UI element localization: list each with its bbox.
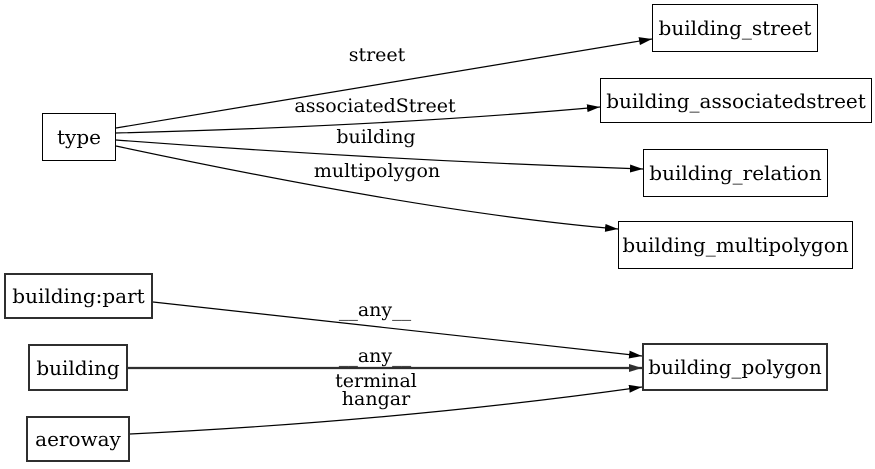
node-type: type bbox=[42, 113, 116, 161]
edge-aeroway-to-building_polygon bbox=[129, 384, 643, 435]
edge-type-to-building_multipolygon bbox=[115, 145, 619, 232]
edge-label-building: building bbox=[336, 126, 416, 148]
edge-type-to-building_associatedstreet bbox=[115, 104, 601, 134]
edge-label-terminal-hangar: terminal hangar bbox=[335, 370, 417, 410]
edge-label-any-1: __any__ bbox=[338, 299, 412, 321]
edge-label-associatedstreet: associatedStreet bbox=[294, 95, 456, 117]
edge-label-multipolygon: multipolygon bbox=[313, 160, 441, 182]
node-aeroway: aeroway bbox=[26, 416, 130, 462]
node-building-part: building:part bbox=[4, 273, 153, 319]
edge-type-to-building_street bbox=[115, 37, 653, 129]
node-building-street: building_street bbox=[652, 4, 818, 52]
edge-type-to-building_relation bbox=[115, 139, 644, 173]
edge-building_part-to-building_polygon bbox=[152, 301, 643, 359]
node-building: building bbox=[28, 344, 128, 391]
edge-label-any-2: __any__ bbox=[338, 345, 412, 367]
node-building-relation: building_relation bbox=[643, 149, 828, 197]
node-building-multipolygon: building_multipolygon bbox=[618, 221, 853, 269]
node-building-polygon: building_polygon bbox=[642, 343, 828, 391]
node-building-associatedstreet: building_associatedstreet bbox=[600, 78, 872, 123]
edge-label-street: street bbox=[348, 44, 406, 66]
